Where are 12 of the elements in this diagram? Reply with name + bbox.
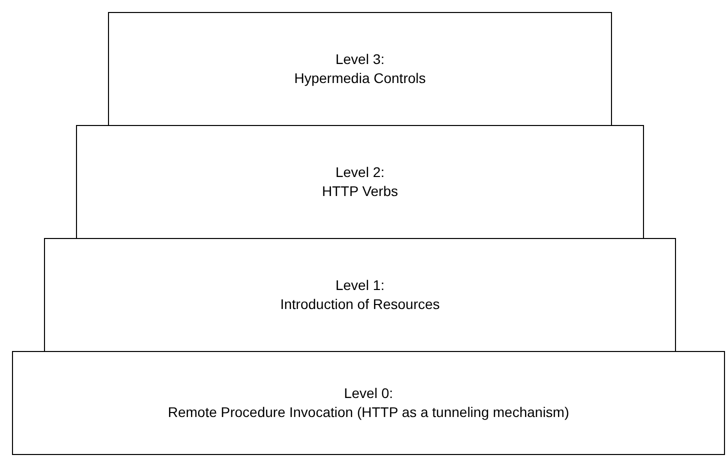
level-box [12,351,725,455]
level-description: HTTP Verbs [322,182,398,201]
level-description: Remote Procedure Invocation (HTTP as a tunneling mechanism) [168,403,570,422]
level-box [108,12,612,126]
level-box [44,238,676,352]
level-heading: Level 1: [335,276,385,295]
level-heading: Level 2: [335,163,385,182]
level-description: Introduction of Resources [280,295,440,314]
level-description: Hypermedia Controls [294,69,426,88]
level-box [76,125,644,239]
level-heading: Level 0: [344,384,394,403]
level-heading: Level 3: [335,50,385,69]
